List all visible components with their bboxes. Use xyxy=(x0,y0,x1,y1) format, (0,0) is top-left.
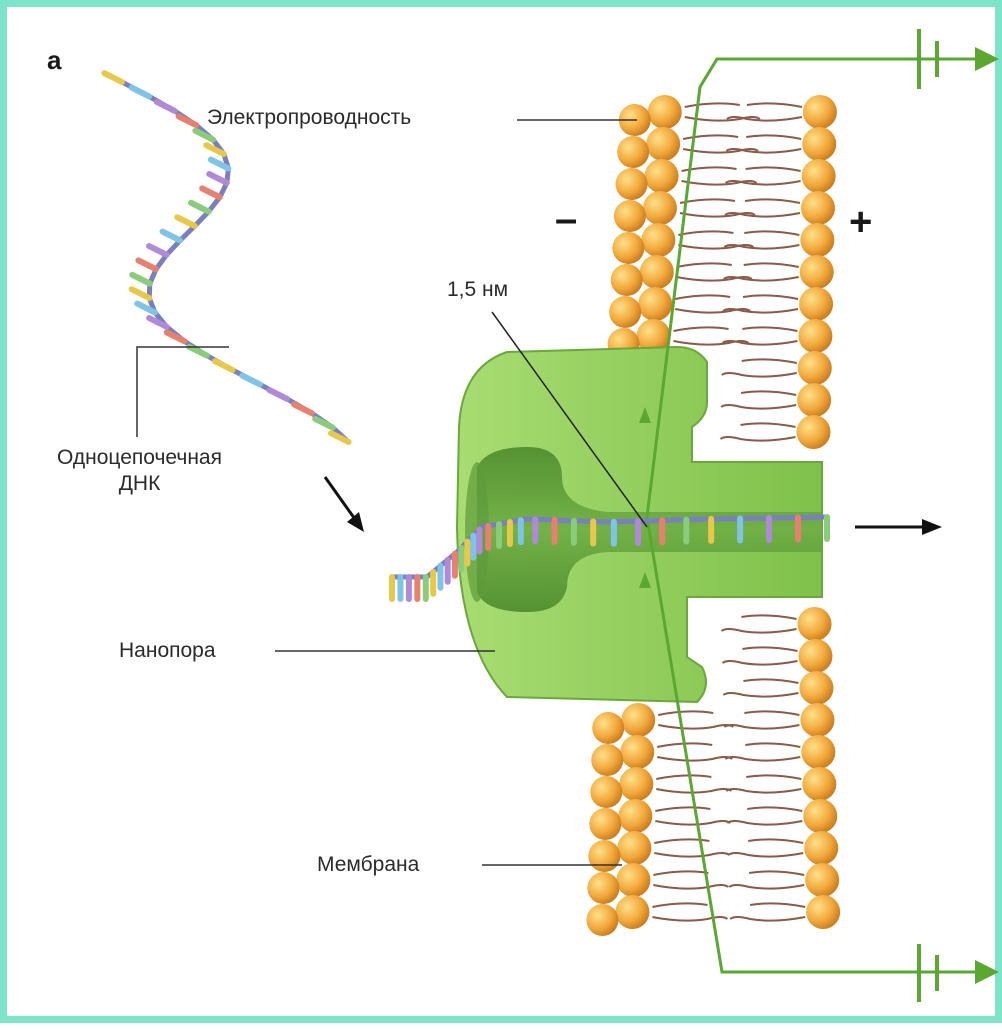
membrane-label: Мембрана xyxy=(317,852,419,878)
cis-negative-sign: – xyxy=(555,199,577,239)
exit-arrow xyxy=(855,519,942,535)
ssdna-label-line1: Одноцепочечная xyxy=(17,445,262,471)
pore-size-label: 1,5 нм xyxy=(447,277,508,303)
ssdna-label: Одноцепочечная ДНК xyxy=(17,445,262,497)
nanopore-diagram xyxy=(7,7,1002,1030)
ssdna-label-line2: ДНК xyxy=(17,471,262,497)
nanopore-label: Нанопора xyxy=(119,638,216,664)
conductivity-label: Электропроводность xyxy=(207,105,411,131)
entry-arrow xyxy=(325,477,364,532)
panel-label: а xyxy=(47,45,61,76)
trans-positive-sign: + xyxy=(849,202,872,242)
